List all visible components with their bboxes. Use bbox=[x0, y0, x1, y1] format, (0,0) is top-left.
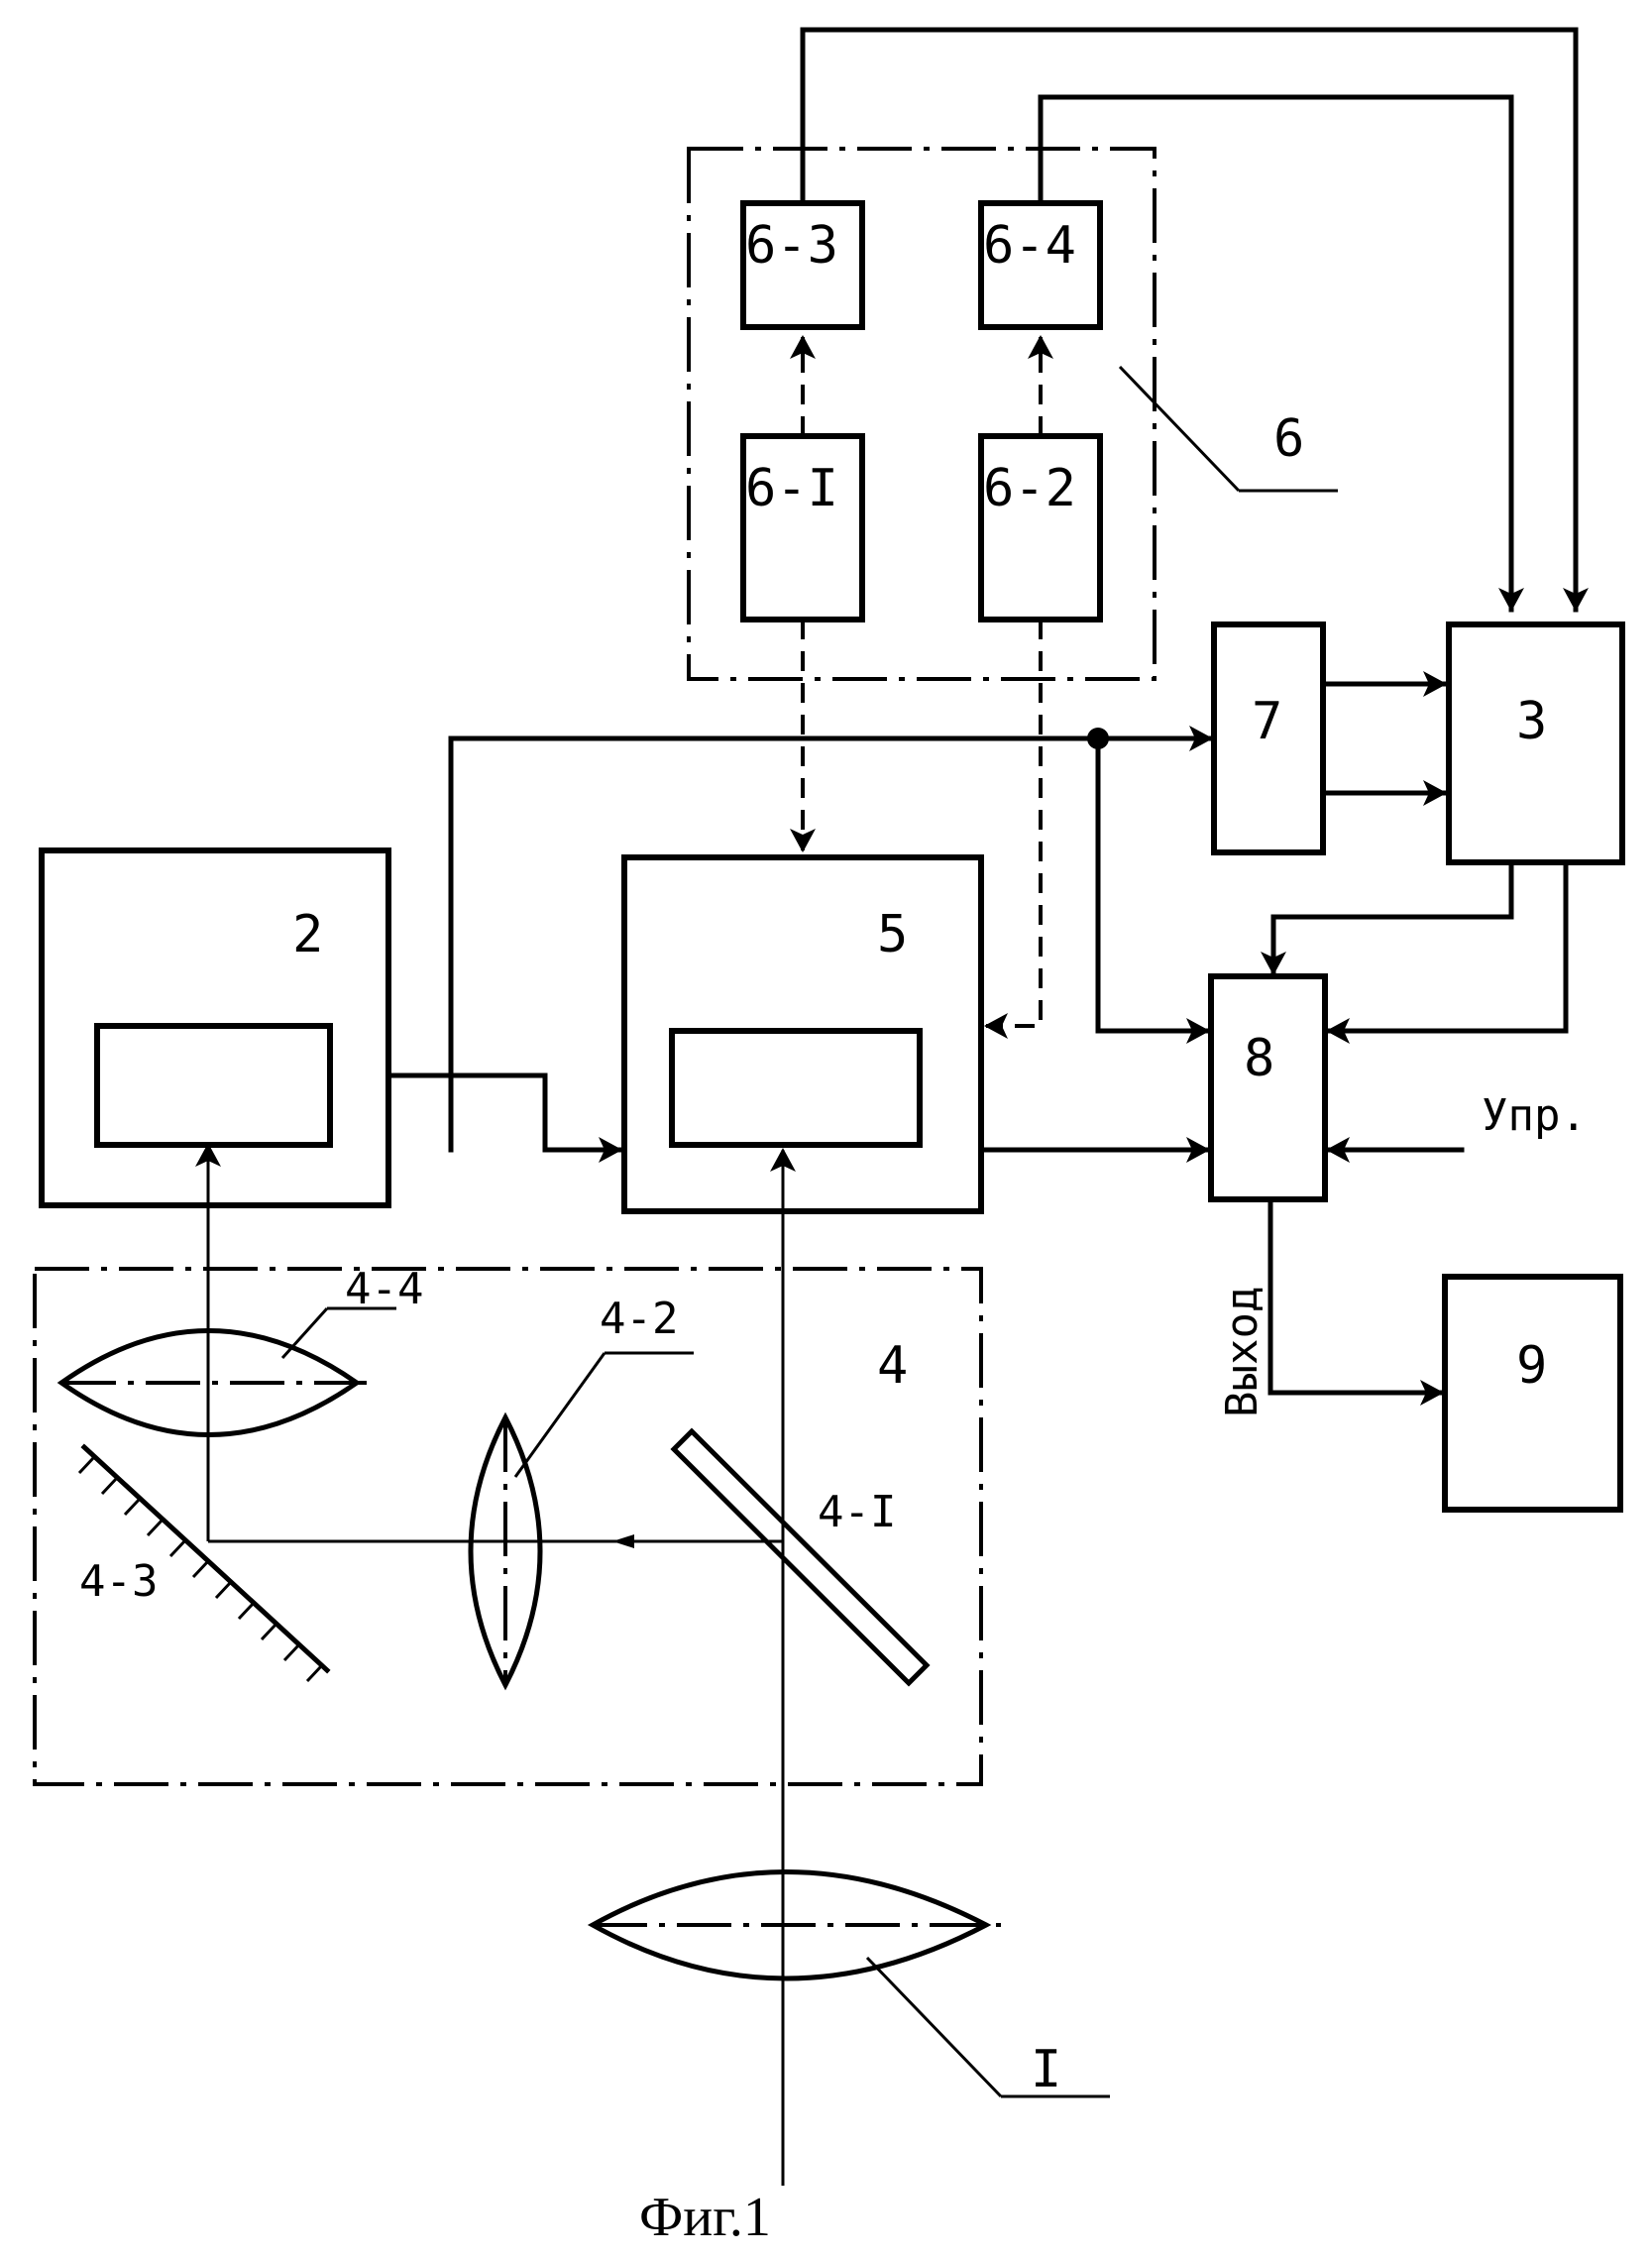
label-5: 5 bbox=[877, 905, 908, 964]
label-4-1: 4-I bbox=[818, 1487, 896, 1537]
block-2-sensor bbox=[97, 1026, 330, 1145]
beam-splitter-4-1 bbox=[674, 1431, 927, 1683]
leader-4-2 bbox=[515, 1353, 605, 1477]
block-5 bbox=[624, 857, 981, 1211]
figure-caption: Фиг.1 bbox=[639, 2187, 771, 2248]
link-6-3-to-3 bbox=[803, 30, 1576, 610]
label-4: 4 bbox=[877, 1336, 908, 1396]
ray-reflected-arrow bbox=[612, 1534, 634, 1548]
label-6-2: 6-2 bbox=[983, 459, 1076, 518]
block-5-sensor bbox=[672, 1031, 920, 1145]
label-6-1: 6-I bbox=[745, 459, 838, 518]
label-3: 3 bbox=[1516, 692, 1547, 751]
label-output: Выход bbox=[1217, 1287, 1267, 1417]
label-objective: I bbox=[1031, 2040, 1061, 2099]
link-8-to-9 bbox=[1270, 1199, 1442, 1393]
leader-objective bbox=[867, 1958, 1001, 2096]
label-2: 2 bbox=[292, 905, 323, 964]
label-6-3: 6-3 bbox=[745, 216, 838, 276]
label-6-4: 6-4 bbox=[983, 216, 1076, 276]
label-4-3: 4-3 bbox=[79, 1556, 158, 1607]
label-4-4: 4-4 bbox=[345, 1264, 423, 1314]
label-control: Упр. bbox=[1482, 1090, 1587, 1141]
label-8: 8 bbox=[1244, 1029, 1274, 1088]
link-3-to-8-right bbox=[1328, 862, 1566, 1031]
label-9: 9 bbox=[1516, 1336, 1547, 1396]
leader-6 bbox=[1120, 367, 1239, 491]
link-2-to-5 bbox=[388, 1075, 620, 1150]
label-4-2: 4-2 bbox=[600, 1294, 678, 1344]
link-junction-to-8 bbox=[1098, 738, 1208, 1031]
link-6-4-to-3 bbox=[1041, 97, 1511, 610]
link-3-to-8-top bbox=[1273, 862, 1511, 973]
label-6: 6 bbox=[1273, 409, 1304, 469]
label-7: 7 bbox=[1252, 692, 1282, 751]
